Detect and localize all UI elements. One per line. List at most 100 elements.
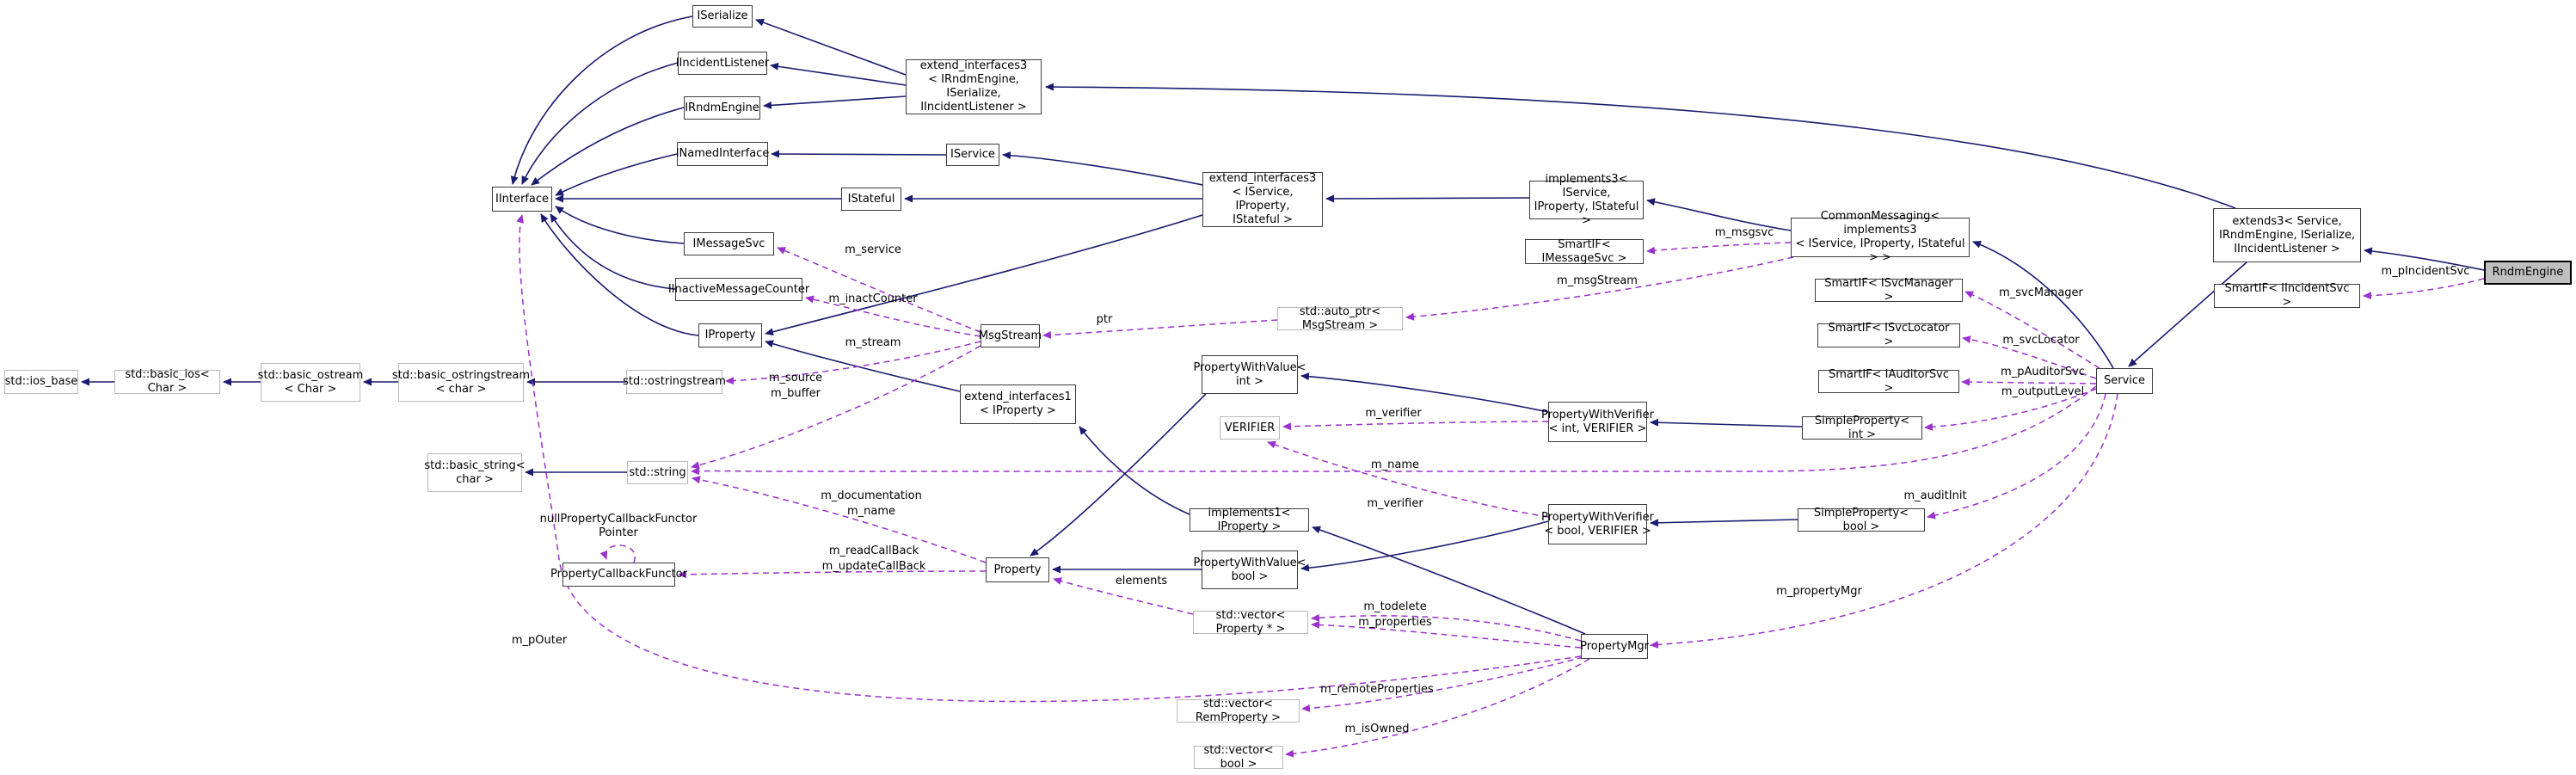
node-rndmengine[interactable]: RndmEngine xyxy=(2484,261,2572,285)
node-propertycallbackfunctor[interactable]: PropertyCallbackFunctor xyxy=(550,563,687,587)
edge-extends3-to-service xyxy=(2128,261,2247,367)
edge-irndmengine-to-iinterface xyxy=(531,107,685,186)
edge-iinactivemessagecounter-to-iinterface xyxy=(550,213,676,290)
edge-iproperty-to-iinterface xyxy=(540,213,699,336)
node-imessagesvc[interactable]: IMessageSvc xyxy=(684,232,774,255)
node-property[interactable]: Property xyxy=(986,557,1049,582)
edge-commonmessaging-to-smartif-imessagesvc xyxy=(1646,242,1792,255)
node-basic-string[interactable]: std::basic_string< char > xyxy=(424,453,526,492)
edge-commonmessaging-to-auto-ptr-msgstream xyxy=(1405,256,1794,321)
node-iinterface[interactable]: IInterface xyxy=(492,187,552,212)
node-smartif-iauditorsvc[interactable]: SmartIF< IAuditorSvc > xyxy=(1818,368,1959,395)
node-implements1[interactable]: implements1< IProperty > xyxy=(1190,507,1309,533)
node-smartif-isvclocator[interactable]: SmartIF< ISvcLocator > xyxy=(1817,322,1960,348)
edge-implements3-to-extend-interfaces3-svc xyxy=(1325,194,1530,203)
edge-property-to-propertycallbackfunctor xyxy=(678,570,987,579)
edge-iserialize-to-iinterface xyxy=(510,15,693,185)
edge-msgstream-to-iinactivemessagecounter xyxy=(805,295,981,337)
node-iservice[interactable]: IService xyxy=(946,144,999,166)
node-istateful[interactable]: IStateful xyxy=(841,188,901,211)
node-msgstream[interactable]: MsgStream xyxy=(979,324,1042,348)
node-iserialize[interactable]: ISerialize xyxy=(692,5,753,28)
edge-propertywithverifier-bool-to-propertywithvalue-bool xyxy=(1300,520,1549,572)
node-iproperty[interactable]: IProperty xyxy=(698,323,762,348)
node-vector-bool[interactable]: std::vector< bool > xyxy=(1194,744,1283,771)
edge-iincidentlistener-to-iinterface xyxy=(521,62,679,185)
node-propertymgr[interactable]: PropertyMgr xyxy=(1580,634,1649,659)
edge-service-to-string xyxy=(691,385,2097,476)
node-simpleproperty-bool[interactable]: SimpleProperty< bool > xyxy=(1798,507,1925,533)
node-service[interactable]: Service xyxy=(2096,368,2153,394)
node-iinactivemessagecounter[interactable]: IInactiveMessageCounter xyxy=(668,278,809,301)
node-basic-ios[interactable]: std::basic_ios< Char > xyxy=(114,368,220,395)
node-propertywithvalue-bool[interactable]: PropertyWithValue< bool > xyxy=(1193,550,1306,589)
edge-extend-interfaces3-rndm-to-iincidentlistener xyxy=(770,62,907,86)
edge-msgstream-to-string xyxy=(691,345,981,470)
edge-simpleproperty-bool-to-propertywithverifier-bool xyxy=(1650,519,1798,527)
edge-service-to-smartif-isvclocator xyxy=(1962,335,2097,379)
edge-rndmengine-to-smartif-iincidentsvc xyxy=(2363,278,2485,300)
edge-service-to-simpleproperty-int xyxy=(1924,388,2097,431)
edge-extend-interfaces3-rndm-to-iserialize xyxy=(755,18,907,76)
edge-imessagesvc-to-iinterface xyxy=(555,206,685,244)
node-inamedinterface[interactable]: INamedInterface xyxy=(676,142,769,166)
edge-propertymgr-to-vector-property xyxy=(1311,613,1582,642)
edge-property-to-string xyxy=(692,476,987,563)
edge-propertymgr-to-vector-remproperty xyxy=(1301,656,1584,712)
edge-service-to-smartif-isvcmanager xyxy=(1964,291,2100,369)
node-verifier[interactable]: VERIFIER xyxy=(1220,416,1280,440)
node-commonmessaging[interactable]: CommonMessaging< implements3 < IService,… xyxy=(1791,210,1970,264)
edge-msgstream-to-imessagesvc xyxy=(777,247,981,333)
edge-simpleproperty-int-to-propertywithverifier-int xyxy=(1650,418,1803,427)
node-auto-ptr-msgstream[interactable]: std::auto_ptr< MsgStream > xyxy=(1277,305,1403,332)
node-basic-ostringstream[interactable]: std::basic_ostringstream < char > xyxy=(392,363,530,402)
node-iincidentlistener[interactable]: IIncidentListener xyxy=(676,52,769,75)
edge-service-to-propertymgr xyxy=(1650,393,2118,649)
node-ostringstream[interactable]: std::ostringstream xyxy=(623,370,726,394)
edge-service-to-simpleproperty-bool xyxy=(1927,393,2106,520)
node-irndmengine[interactable]: IRndmEngine xyxy=(684,96,760,120)
edge-extend-interfaces3-svc-to-iservice xyxy=(1002,151,1203,186)
node-smartif-isvcmanager[interactable]: SmartIF< ISvcManager > xyxy=(1815,277,1963,304)
node-extend-interfaces3-rndm[interactable]: extend_interfaces3 < IRndmEngine, ISeria… xyxy=(906,59,1042,114)
node-simpleproperty-int[interactable]: SimpleProperty< int > xyxy=(1802,415,1922,441)
node-string[interactable]: std::string xyxy=(627,461,688,484)
edge-rndmengine-to-extends3 xyxy=(2364,247,2485,271)
edge-service-to-smartif-iauditorsvc xyxy=(1961,378,2097,386)
edge-propertymgr-to-iinterface xyxy=(516,214,1582,703)
edge-propertymgr-to-vector-property xyxy=(1311,620,1582,649)
node-propertywithvalue-int[interactable]: PropertyWithValue< int > xyxy=(1193,355,1306,394)
edge-iservice-to-inamedinterface xyxy=(771,150,947,158)
node-vector-property[interactable]: std::vector< Property * > xyxy=(1193,609,1308,636)
node-smartif-iincidentsvc[interactable]: SmartIF< IIncidentSvc > xyxy=(2214,282,2360,309)
edge-implements1-to-extend-interfaces1 xyxy=(1079,426,1190,515)
edge-propertycallbackfunctor-to-propertycallbackfunctor xyxy=(599,544,636,563)
node-propertywithverifier-bool[interactable]: PropertyWithVerifier < bool, VERIFIER > xyxy=(1541,504,1654,544)
edge-msgstream-to-ostringstream xyxy=(725,341,981,385)
node-vector-remproperty[interactable]: std::vector< RemProperty > xyxy=(1177,698,1300,724)
node-extends3[interactable]: extends3< Service, IRndmEngine, ISeriali… xyxy=(2213,208,2361,262)
edge-propertywithverifier-bool-to-verifier xyxy=(1267,440,1549,518)
node-basic-ostream[interactable]: std::basic_ostream < Char > xyxy=(258,363,363,402)
edge-vector-property-to-property xyxy=(1053,577,1194,615)
edge-propertywithverifier-int-to-verifier xyxy=(1282,421,1549,431)
edge-extends3-to-extend-interfaces3-rndm xyxy=(1045,83,2236,209)
edge-extend-interfaces1-to-iproperty xyxy=(765,340,961,392)
node-implements3[interactable]: implements3< IService, IProperty, IState… xyxy=(1529,173,1644,227)
edge-service-to-commonmessaging xyxy=(1972,241,2114,369)
edge-extend-interfaces3-rndm-to-irndmengine xyxy=(763,95,907,109)
node-extend-interfaces3-svc[interactable]: extend_interfaces3 < IService, IProperty… xyxy=(1202,172,1323,227)
edge-propertymgr-to-vector-bool xyxy=(1285,658,1590,758)
edge-inamedinterface-to-iinterface xyxy=(555,153,678,196)
edge-propertywithvalue-int-to-property xyxy=(1030,393,1207,557)
node-ios-base[interactable]: std::ios_base xyxy=(4,370,78,394)
node-propertywithverifier-int[interactable]: PropertyWithVerifier < int, VERIFIER > xyxy=(1541,402,1654,442)
edge-extend-interfaces3-svc-to-iproperty xyxy=(765,214,1203,336)
node-smartif-imessagesvc[interactable]: SmartIF< IMessageSvc > xyxy=(1525,238,1644,265)
edge-propertywithverifier-int-to-propertywithvalue-int xyxy=(1300,372,1549,413)
edge-propertymgr-to-implements1 xyxy=(1312,526,1586,635)
edge-auto-ptr-msgstream-to-msgstream xyxy=(1042,319,1278,339)
node-extend-interfaces1[interactable]: extend_interfaces1 < IProperty > xyxy=(960,384,1076,424)
